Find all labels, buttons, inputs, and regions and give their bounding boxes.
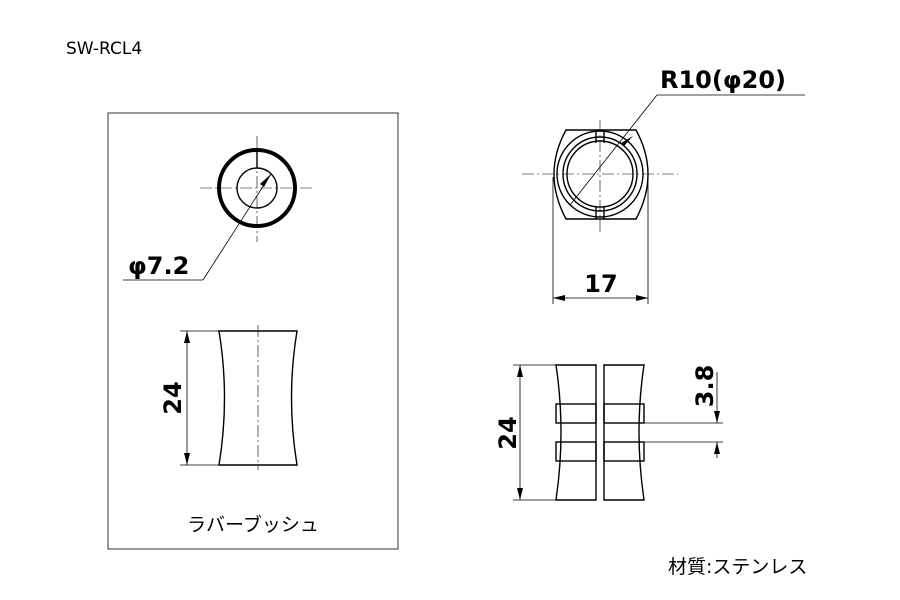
- sleeve-top-view: [522, 120, 678, 232]
- flange-thickness-dimension: [644, 372, 723, 458]
- rubber-bush-side-view: [218, 325, 298, 470]
- sleeve-width-label: 17: [584, 270, 617, 298]
- rubber-bush-panel: [107, 112, 399, 550]
- sleeve-length-label: 24: [494, 416, 522, 449]
- diameter-leader: [123, 173, 272, 281]
- sleeve-width-dimension: [552, 177, 649, 304]
- material-note: 材質:ステンレス: [668, 556, 807, 578]
- radius-leader: [569, 94, 805, 206]
- rubber-bush-caption: ラバーブッシュ: [187, 513, 319, 536]
- sleeve-length-dimension: [513, 364, 556, 501]
- flange-thickness-label: 3.8: [691, 365, 719, 408]
- bush-length-dimension: [180, 330, 219, 466]
- bush-length-label: 24: [159, 381, 187, 414]
- sleeve-radius-label: R10(φ20): [660, 66, 786, 94]
- sleeve-side-view: [555, 364, 645, 501]
- rubber-bush-top-view: [200, 136, 314, 242]
- part-number: SW-RCL4: [66, 39, 142, 59]
- bush-diameter-label: φ7.2: [128, 252, 189, 280]
